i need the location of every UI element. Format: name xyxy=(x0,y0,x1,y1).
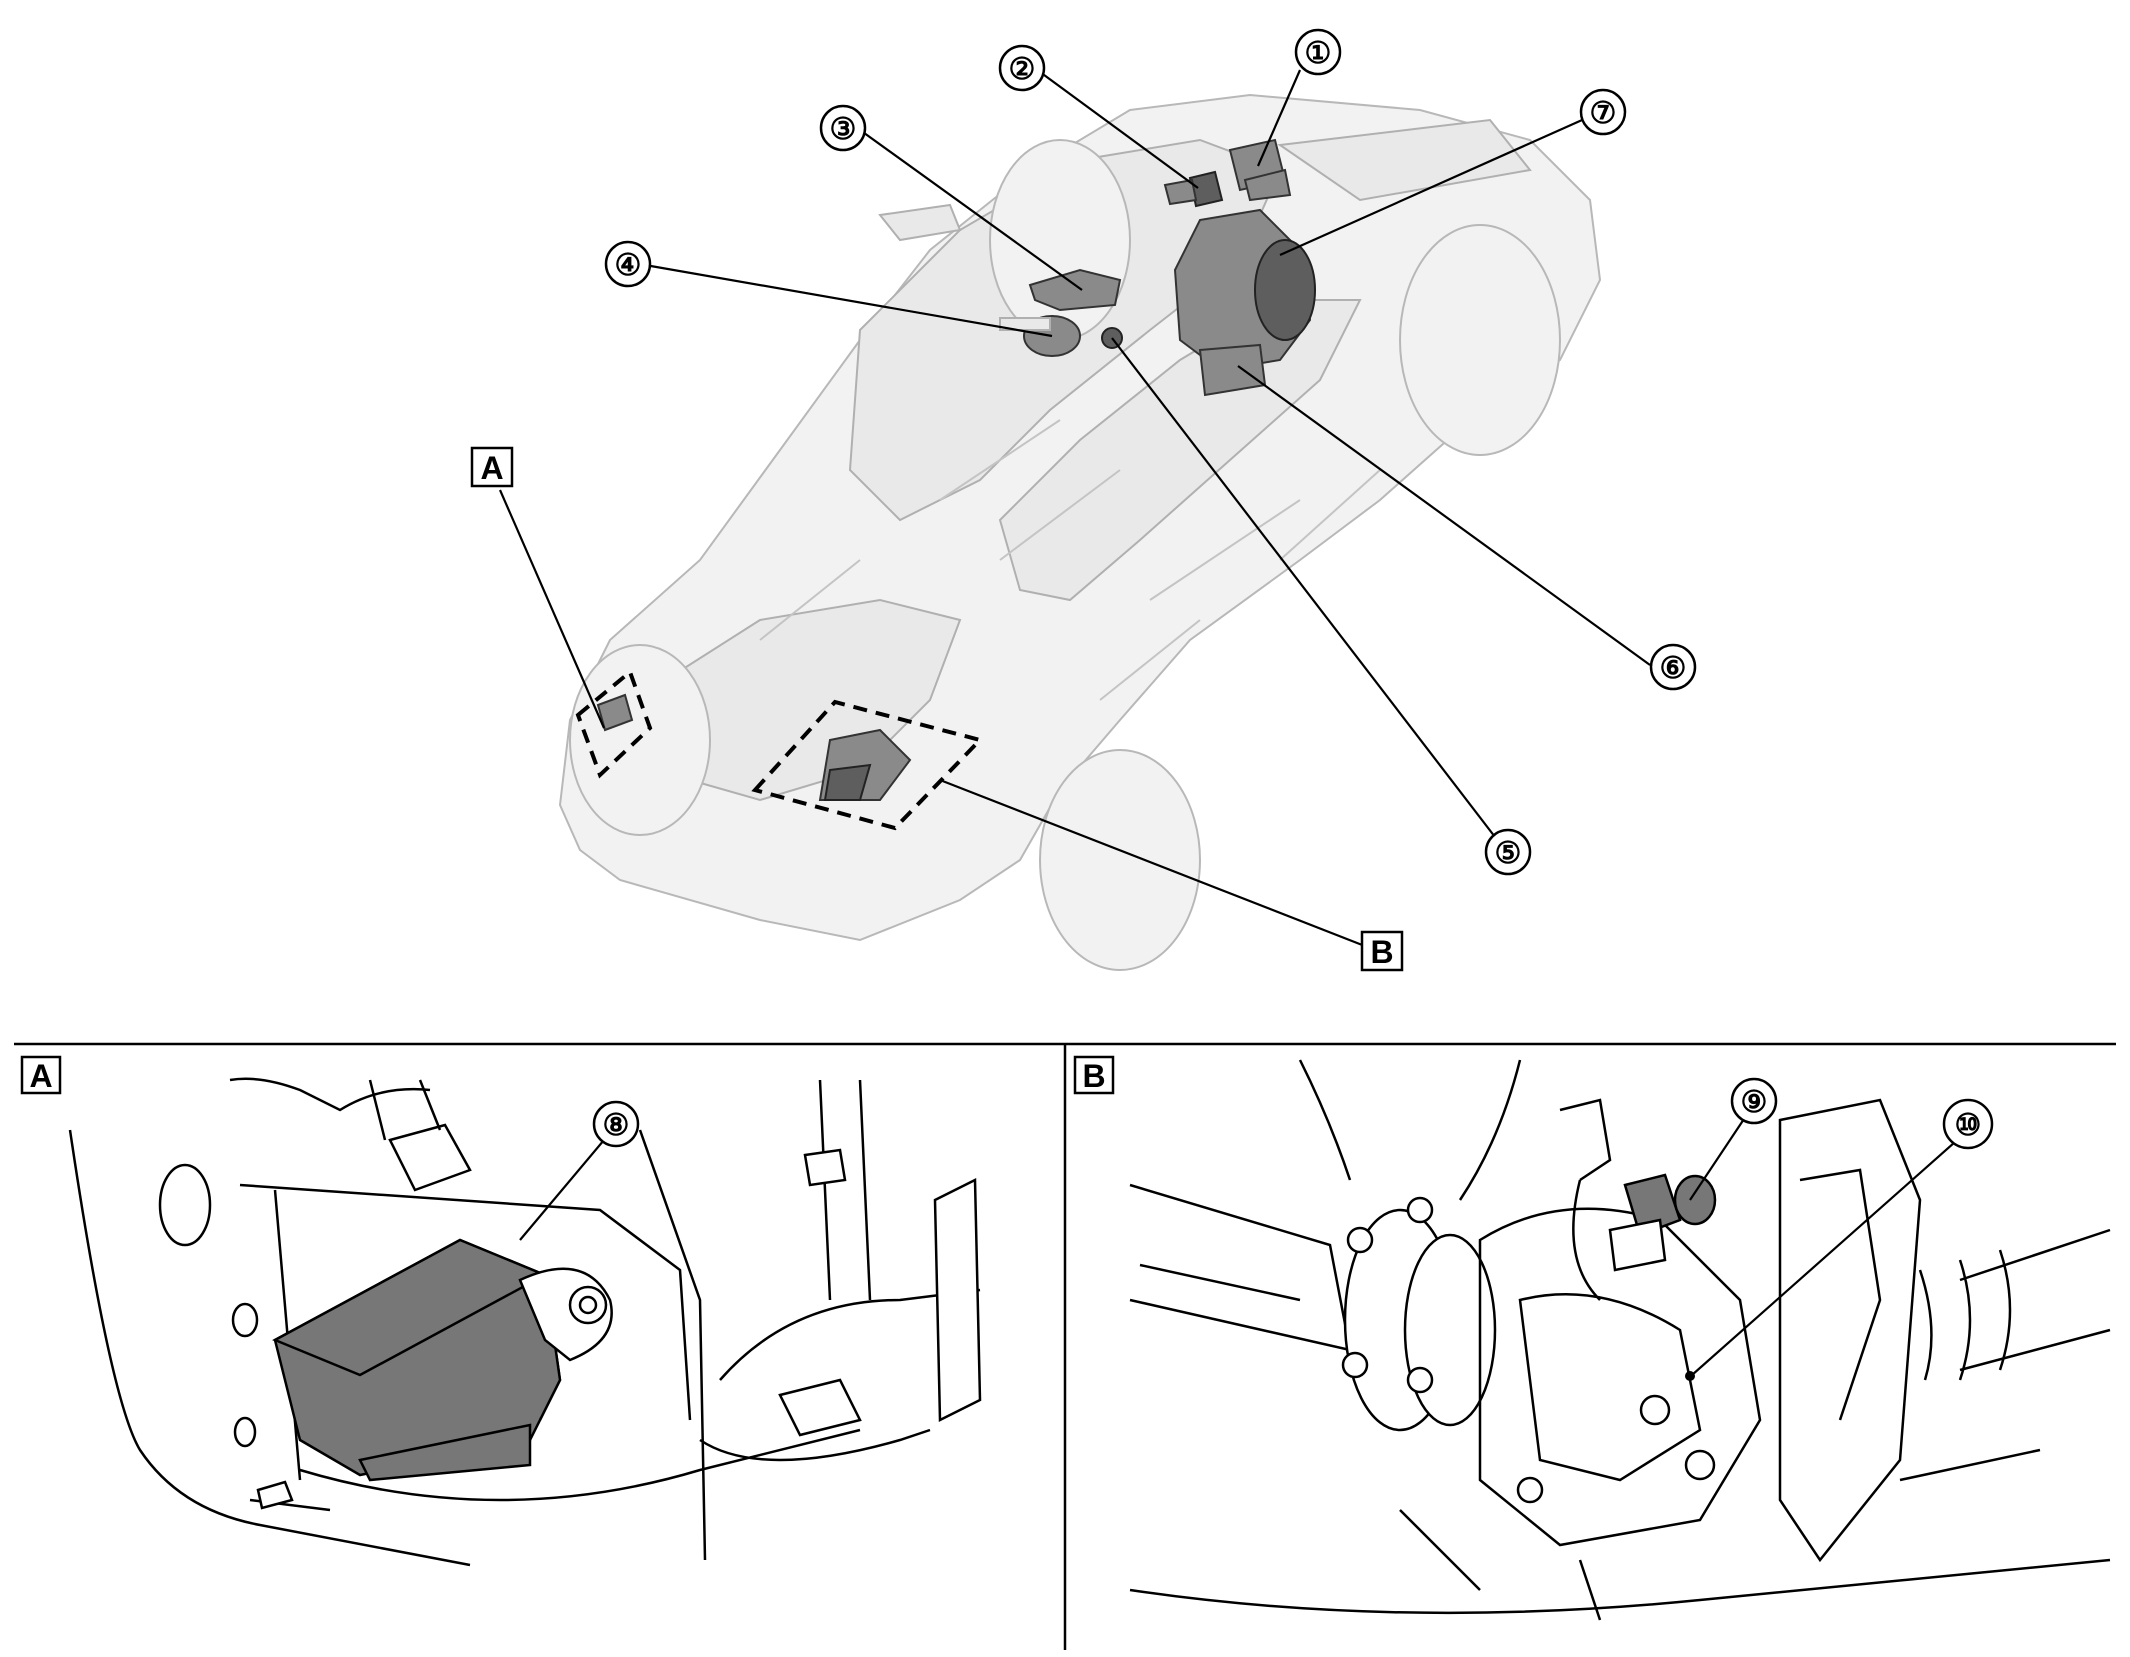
rear-subframe-parts xyxy=(818,728,912,801)
component-7-engine xyxy=(1173,208,1316,372)
car-overview: ① ② ③ ④ ⑤ ⑥ ⑦ A xyxy=(470,28,1697,972)
leader-lines xyxy=(498,69,1651,952)
callout-5: ⑤ xyxy=(1484,828,1532,876)
component-3 xyxy=(1028,268,1122,312)
callout-8: ⑧ xyxy=(592,1100,640,1148)
component-2 xyxy=(1163,170,1224,208)
leader-10 xyxy=(1691,1141,1956,1376)
callout-2: ② xyxy=(998,44,1046,92)
sensor-9 xyxy=(1608,1173,1717,1272)
svg-text:⑦: ⑦ xyxy=(1590,97,1617,130)
svg-text:③: ③ xyxy=(830,113,857,146)
svg-text:④: ④ xyxy=(615,249,642,282)
module-8 xyxy=(272,1238,613,1482)
callout-1: ① xyxy=(1294,28,1342,76)
marker-b: B xyxy=(1360,930,1404,972)
panel-b-structure xyxy=(1129,1059,2111,1621)
component-6 xyxy=(1198,343,1267,397)
leader-9 xyxy=(1689,1109,1751,1201)
panel-a-structure xyxy=(68,1077,982,1567)
callout-6: ⑥ xyxy=(1649,643,1697,691)
svg-text:⑨: ⑨ xyxy=(1741,1086,1768,1119)
rear-module-parts xyxy=(596,693,634,732)
callout-9: ⑨ xyxy=(1730,1077,1778,1125)
svg-text:⑧: ⑧ xyxy=(603,1109,630,1142)
detail-frame xyxy=(14,1042,2116,1650)
car-body-outline xyxy=(558,93,1602,971)
svg-text:⑩: ⑩ xyxy=(1955,1109,1982,1142)
panel-b: B xyxy=(1073,1055,2111,1621)
callout-4: ④ xyxy=(604,240,652,288)
leader-8 xyxy=(519,1139,605,1241)
detail-area-a xyxy=(575,668,653,779)
svg-text:A: A xyxy=(29,1058,52,1094)
callout-7: ⑦ xyxy=(1579,88,1627,136)
panel-a-label: A xyxy=(20,1055,62,1095)
callout-10: ⑩ xyxy=(1942,1098,1994,1150)
svg-text:A: A xyxy=(480,450,503,486)
panel-a: A xyxy=(20,1055,982,1567)
svg-text:②: ② xyxy=(1009,53,1036,86)
callout-3: ③ xyxy=(819,104,867,152)
svg-text:B: B xyxy=(1082,1058,1105,1094)
svg-text:⑥: ⑥ xyxy=(1660,652,1687,685)
svg-text:B: B xyxy=(1370,934,1393,970)
marker-a: A xyxy=(470,446,514,488)
svg-text:①: ① xyxy=(1305,37,1332,70)
svg-text:⑤: ⑤ xyxy=(1495,837,1522,870)
detail-area-b xyxy=(751,699,984,831)
panel-b-label: B xyxy=(1073,1055,1115,1095)
